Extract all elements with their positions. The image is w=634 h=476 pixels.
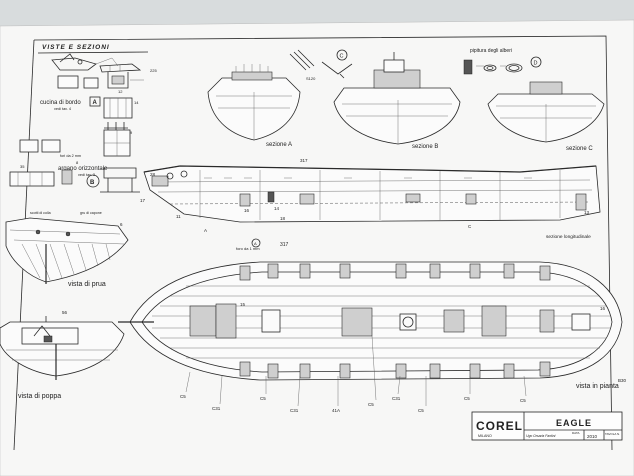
c-marker: C (340, 54, 344, 60)
profile-num-16: 16 (244, 208, 250, 213)
stern-num: 56 (62, 310, 68, 315)
plan-num-b30: B30 (618, 378, 627, 383)
title-sheet-label: TAVOLA N. (605, 432, 620, 436)
galley-detail: 12 cucina di bordo vedi tav. 4 A 14 9 (40, 72, 144, 135)
profile-num-17: 17 (140, 198, 146, 203)
plan-cannons-top (239, 263, 551, 281)
title-underline (37, 51, 149, 54)
profile-num-a: A (204, 228, 207, 233)
plan-cannons-bottom (239, 361, 551, 379)
plan-callout-6: C5 (368, 402, 374, 407)
plan-label: vista in pianta (576, 383, 619, 390)
stern-label: vista di poppa (18, 393, 61, 400)
title-year: 2010 (587, 434, 598, 439)
profile-num-28: 28 (150, 172, 156, 177)
galley-sub: vedi tav. 4 (54, 107, 71, 111)
profile-num-11: 11 (176, 214, 181, 219)
profile-num-18: 18 (280, 216, 286, 221)
galley-label: cucina di bordo (40, 100, 81, 106)
plan-num-15: 15 (240, 302, 246, 307)
sheet-title: VISTE E SEZIONI (42, 44, 110, 51)
plan-callout-2: C31 (212, 406, 221, 411)
fittings-strip: C S120 225 pipitura degli alberi D (150, 48, 542, 81)
title-designer: Ugo Orsaria Fantini (526, 434, 556, 438)
deck-plan-drawing: foro da 1 mm A 317 (118, 238, 627, 413)
profile-num-c: C (468, 224, 472, 229)
plan-hole-note: foro da 1 mm (236, 246, 260, 251)
plan-callout-9: C5 (464, 396, 470, 401)
capstan-label: argano orizzontale (58, 166, 108, 172)
capstan-dim-2: 8 (76, 160, 79, 165)
section-c-label: sezione C (566, 146, 593, 152)
section-a-label: sezione A (266, 142, 292, 148)
title-model: EAGLE (556, 418, 592, 428)
bow-note-right: gru di capone (80, 211, 102, 215)
title-block: COREL MILANO EAGLE Ugo Orsaria Fantini D… (471, 411, 623, 441)
plan-num-16: 16 (600, 306, 606, 311)
arrows-label: pipitura degli alberi (470, 48, 512, 54)
galley-marker: A (93, 100, 98, 106)
bow-label: vista di prua (68, 281, 106, 288)
plan-callout-4: C31 (290, 408, 299, 413)
profile-num-14: 14 (274, 206, 280, 211)
plan-callout-3: C5 (260, 396, 266, 401)
capstan-marker: B (90, 180, 95, 186)
profile-fittings (151, 170, 587, 211)
capstan-dim-1: 35 (20, 164, 25, 169)
plan-callout-5: 41A (332, 408, 340, 413)
bow-note-left: scotti di colla (30, 211, 51, 215)
capstan-sub: vedi tav. 3 (78, 173, 95, 177)
plan-ref-a: A (254, 241, 257, 246)
pipe-ref: S120 (306, 76, 316, 81)
galley-dim-3: 9 (130, 130, 133, 135)
plan-callout-7: C31 (392, 396, 401, 401)
capstan-note: fori da 2 mm (60, 154, 81, 158)
section-b-drawing: sezione B (333, 52, 461, 150)
bow-num: 6 (120, 222, 123, 227)
stern-view-drawing: 56 vista di poppa (0, 310, 125, 400)
section-a-drawing: sezione A (207, 64, 301, 148)
bracket-detail (99, 63, 142, 73)
anchor-fitting-detail (51, 53, 119, 71)
longitudinal-section-drawing: 317 28 17 11 A 16 14 18 C 13 sezione lon… (140, 158, 601, 240)
scale-label: 225 (150, 68, 157, 73)
plan-ref-317: 317 (280, 242, 289, 248)
plan-callout-leaders (185, 335, 527, 407)
plan-callout-10: C5 (520, 398, 526, 403)
profile-label: sezione longitudinale (546, 234, 591, 240)
galley-marker-box (89, 96, 101, 107)
plan-callout-1: C5 (180, 394, 186, 399)
galley-dim-1: 12 (118, 89, 123, 94)
plan-callout-8: C5 (418, 408, 424, 413)
plan-hatches (189, 303, 591, 339)
capstan-detail: fori da 2 mm argano orizzontale vedi tav… (9, 129, 140, 193)
title-year-label: DATA (572, 431, 580, 435)
d-marker: D (534, 61, 538, 67)
profile-num-317: 317 (300, 158, 308, 163)
title-brand: COREL (476, 419, 523, 433)
c-marker-circle (336, 49, 348, 61)
title-city: MILANO (478, 434, 492, 438)
profile-num-13: 13 (584, 210, 590, 215)
bow-view-drawing: scotti di colla gru di capone 6 vista di… (5, 211, 129, 288)
galley-dim-2: 14 (134, 100, 139, 105)
d-marker-circle (530, 56, 542, 68)
capstan-marker-circle (86, 174, 100, 188)
section-c-drawing: sezione C (487, 81, 605, 152)
section-b-label: sezione B (412, 144, 438, 150)
